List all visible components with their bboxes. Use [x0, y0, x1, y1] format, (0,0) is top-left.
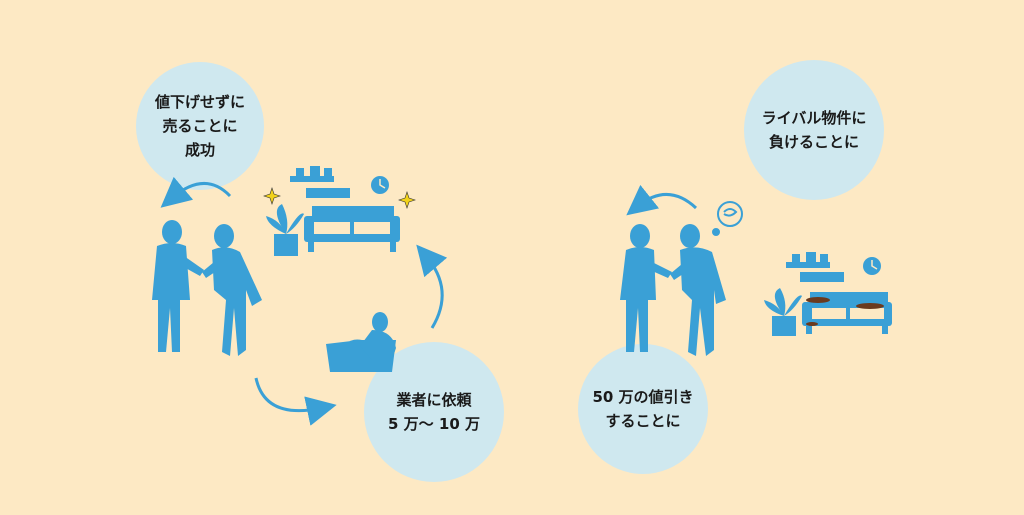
cycle-arrow-icon — [626, 184, 698, 216]
lose-line-1: ライバル物件に — [761, 109, 867, 127]
cycle-arrow-icon — [160, 176, 232, 208]
contractor-line-2: 5 万〜 10 万 — [388, 415, 480, 433]
discount-line-1: 50 万の値引き — [592, 388, 694, 406]
sparkle-icon — [398, 191, 416, 209]
stain-icon — [806, 297, 884, 326]
clock-icon — [863, 257, 881, 275]
success-line-3: 成功 — [184, 141, 215, 159]
worried-thought-icon — [712, 201, 743, 236]
cycle-arrow-icon — [416, 244, 448, 329]
sparkle-icon — [263, 187, 281, 205]
cycle-arrow-icon — [254, 377, 337, 426]
contractor-bubble: 業者に依頼 5 万〜 10 万 — [364, 342, 504, 482]
discount-bubble: 50 万の値引き することに — [578, 344, 708, 474]
success-line-2: 売ることに — [162, 117, 238, 135]
clock-icon — [371, 176, 389, 194]
clean-living-room-icon — [266, 166, 400, 256]
success-line-1: 値下げせずに — [154, 93, 245, 111]
handshake-icon — [152, 220, 262, 356]
lose-bubble: ライバル物件に 負けることに — [744, 60, 884, 200]
discount-line-2: することに — [605, 412, 681, 430]
lose-line-2: 負けることに — [768, 133, 859, 151]
success-bubble: 値下げせずに 売ることに 成功 — [136, 62, 264, 190]
cleaning-worker-icon — [326, 312, 396, 372]
handshake-icon — [620, 224, 726, 356]
contractor-line-1: 業者に依頼 — [396, 391, 472, 409]
damaged-living-room-icon — [764, 252, 892, 336]
